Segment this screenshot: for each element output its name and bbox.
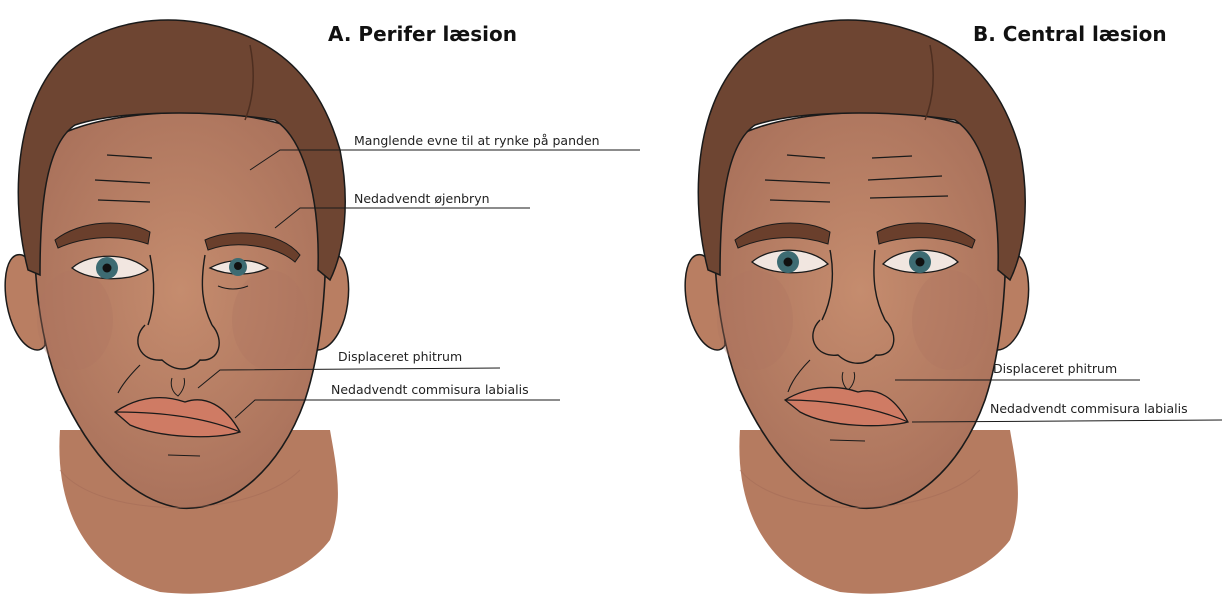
- label-philtrum-a: Displaceret phitrum: [338, 349, 462, 364]
- panel-b-title: B. Central læsion: [973, 22, 1167, 46]
- face-b: [685, 20, 1028, 594]
- label-eyebrow-a: Nedadvendt øjenbryn: [354, 191, 490, 206]
- label-mouth-a: Nedadvendt commisura labialis: [331, 382, 529, 397]
- face-a: [5, 20, 348, 594]
- label-philtrum-b: Displaceret phitrum: [993, 361, 1117, 376]
- label-mouth-b: Nedadvendt commisura labialis: [990, 401, 1188, 416]
- label-forehead-a: Manglende evne til at rynke på panden: [354, 133, 600, 148]
- panel-a-title: A. Perifer læsion: [328, 22, 517, 46]
